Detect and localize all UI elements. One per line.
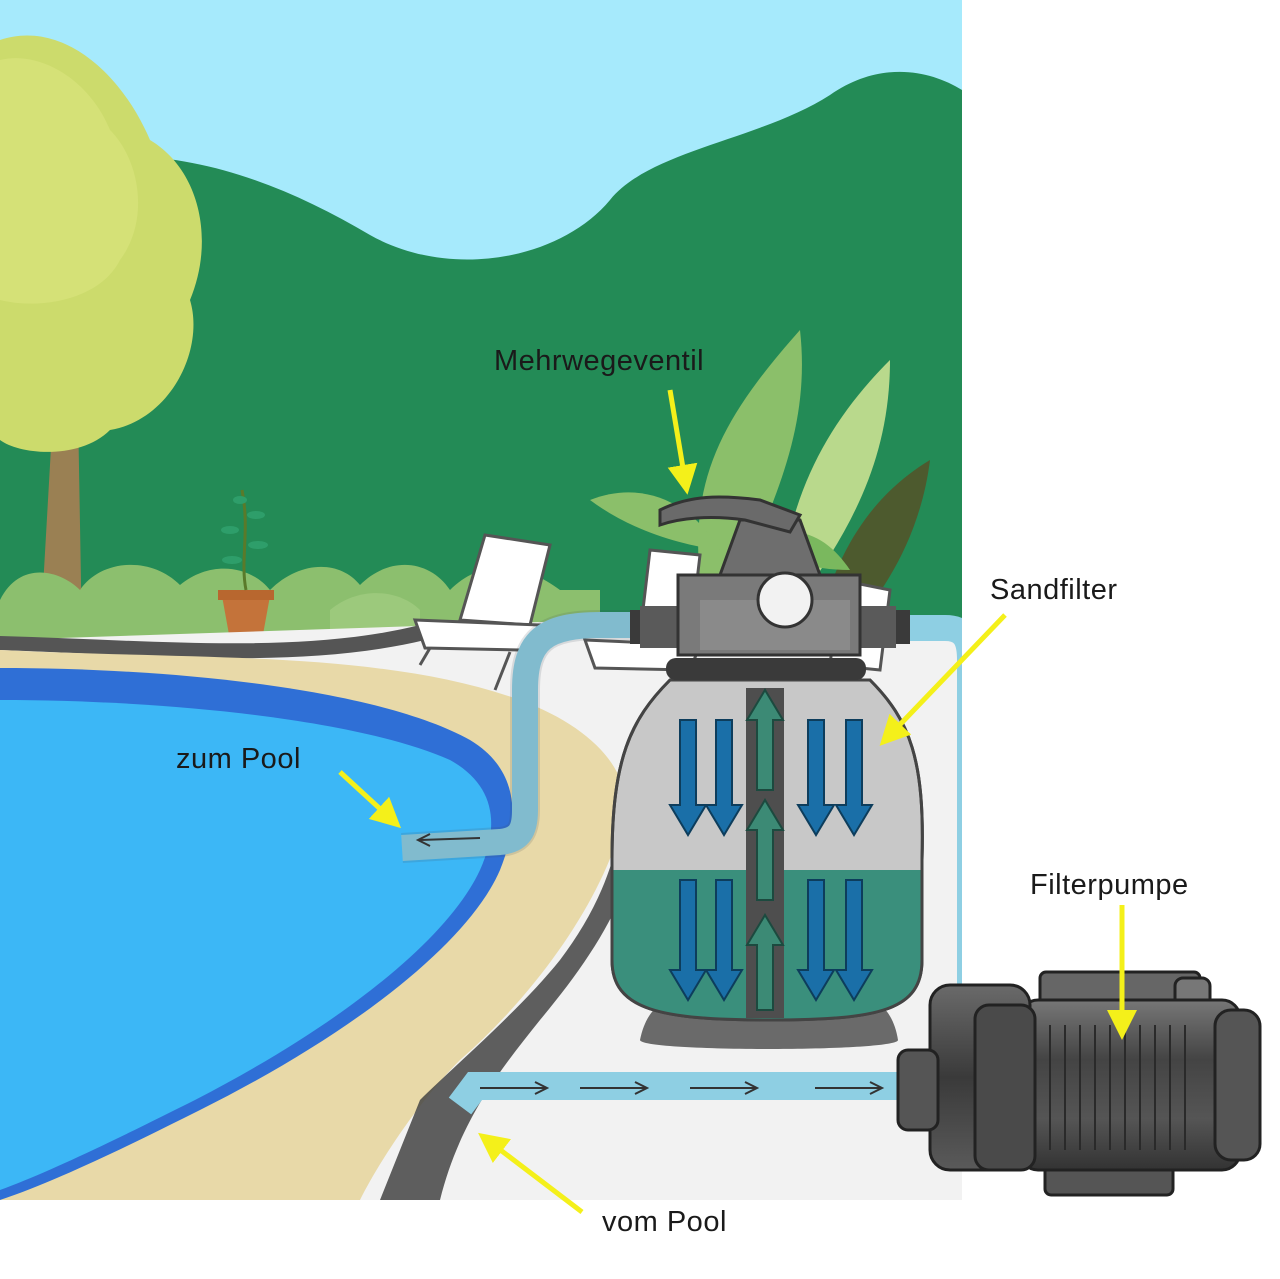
return-pipe: [401, 612, 640, 861]
filter-up-arrows: [745, 688, 785, 1011]
multiport-valve: [630, 495, 910, 657]
filter-outlet-pipe: [900, 615, 962, 990]
label-zum-pool: zum Pool: [176, 743, 301, 775]
sand-filter: [610, 658, 924, 1049]
pool-water: [0, 700, 492, 1190]
label-mehrwegeventil: Mehrwegeventil: [494, 345, 705, 377]
suction-flow-arrows: [480, 1081, 885, 1095]
riser-flow-arrows: [964, 663, 976, 940]
label-vom-pool: vom Pool: [602, 1206, 727, 1238]
pressure-gauge: [756, 571, 814, 629]
pool-coping: [0, 625, 425, 659]
label-filterpumpe: Filterpumpe: [1030, 869, 1189, 901]
valve-handle: [658, 495, 803, 534]
suction-pipe: [448, 1072, 900, 1115]
tree: [0, 35, 202, 640]
return-flow-arrow: [415, 833, 481, 847]
label-sandfilter: Sandfilter: [990, 574, 1118, 606]
potted-plant: [218, 489, 274, 640]
filter-pump: [896, 970, 1262, 1197]
pump-inlet: [896, 1048, 940, 1132]
pointer-vom-pool: [478, 1132, 584, 1214]
pointer-arrows: [338, 389, 1137, 1214]
pointer-mehrwegeventil: [667, 389, 698, 495]
pointer-zum-pool: [338, 770, 402, 829]
filter-clamp: [666, 658, 866, 680]
lounge-chair: [412, 533, 552, 691]
pump-motor: [1018, 998, 1242, 1172]
filter-down-arrows: [668, 719, 874, 1002]
pointer-sandfilter: [879, 613, 1007, 746]
